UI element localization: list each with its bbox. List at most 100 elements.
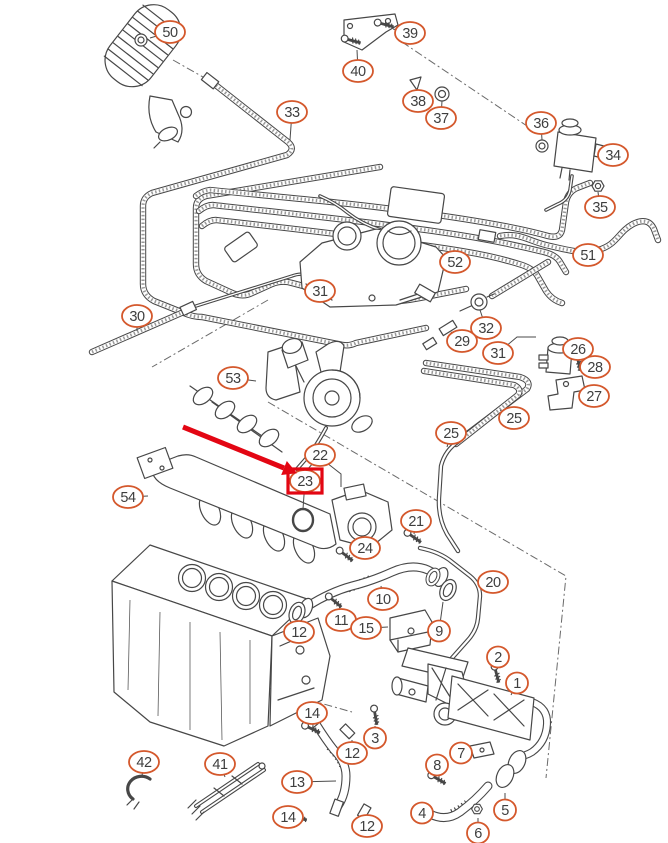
assembly-bracket-lines: [326, 336, 536, 487]
svg-text:3: 3: [371, 731, 379, 747]
callout-10[interactable]: 10: [367, 587, 399, 611]
svg-text:25: 25: [506, 411, 522, 427]
svg-text:10: 10: [375, 592, 391, 608]
svg-text:27: 27: [586, 389, 602, 405]
callout-29[interactable]: 29: [446, 329, 478, 353]
callout-36[interactable]: 36: [525, 111, 557, 135]
callout-12[interactable]: 12: [351, 814, 383, 838]
check-valve-32: [459, 293, 495, 312]
callout-25[interactable]: 25: [435, 421, 467, 445]
bracket-15: [389, 609, 433, 653]
svg-text:25: 25: [443, 426, 459, 442]
callout-11[interactable]: 11: [325, 608, 357, 632]
engine-block: [111, 544, 331, 747]
svg-text:31: 31: [490, 346, 506, 362]
svg-text:24: 24: [357, 541, 373, 557]
svg-text:31: 31: [312, 284, 328, 300]
callout-28[interactable]: 28: [579, 355, 611, 379]
callout-3[interactable]: 3: [363, 726, 387, 750]
callout-54[interactable]: 54: [112, 485, 144, 509]
svg-text:33: 33: [284, 105, 300, 121]
callout-37[interactable]: 37: [425, 106, 457, 130]
svg-text:41: 41: [212, 757, 228, 773]
throttle-body-22: [331, 483, 393, 549]
callout-41[interactable]: 41: [204, 752, 236, 776]
svg-text:15: 15: [358, 621, 374, 637]
tool-rail-41: [187, 762, 266, 821]
svg-text:21: 21: [408, 514, 424, 530]
svg-text:22: 22: [312, 448, 328, 464]
svg-text:12: 12: [291, 625, 307, 641]
svg-text:34: 34: [605, 148, 621, 164]
callout-1[interactable]: 1: [505, 671, 529, 695]
callout-14[interactable]: 14: [296, 701, 328, 725]
callout-35[interactable]: 35: [584, 195, 616, 219]
callout-34[interactable]: 34: [597, 143, 629, 167]
callout-24[interactable]: 24: [349, 536, 381, 560]
callout-32[interactable]: 32: [470, 316, 502, 340]
callout-13[interactable]: 13: [281, 770, 313, 794]
callout-15[interactable]: 15: [350, 616, 382, 640]
callout-33[interactable]: 33: [276, 100, 308, 124]
egr-valve-cooler-1: [391, 647, 535, 788]
connectors-29: [422, 319, 458, 351]
svg-text:4: 4: [418, 806, 426, 822]
svg-text:1: 1: [513, 676, 521, 692]
callout-22[interactable]: 22: [304, 443, 336, 467]
callout-27[interactable]: 27: [578, 384, 610, 408]
callout-9[interactable]: 9: [427, 619, 451, 643]
callout-2[interactable]: 2: [486, 645, 510, 669]
svg-text:52: 52: [447, 255, 463, 271]
callout-8[interactable]: 8: [425, 753, 449, 777]
callout-39[interactable]: 39: [394, 21, 426, 45]
callout-52[interactable]: 52: [439, 250, 471, 274]
callout-12[interactable]: 12: [336, 741, 368, 765]
callout-6[interactable]: 6: [466, 821, 490, 843]
bracket-7: [469, 741, 495, 759]
callout-4[interactable]: 4: [410, 801, 434, 825]
clip-38: [409, 76, 422, 91]
svg-text:50: 50: [162, 25, 178, 41]
svg-text:54: 54: [120, 490, 136, 506]
screw-3: [368, 703, 382, 727]
callout-12[interactable]: 12: [283, 620, 315, 644]
svg-text:36: 36: [533, 116, 549, 132]
svg-text:28: 28: [587, 360, 603, 376]
red-highlight-annotations: [182, 424, 324, 495]
hose-fitting-51: [477, 229, 497, 243]
callout-5[interactable]: 5: [493, 798, 517, 822]
svg-text:38: 38: [410, 94, 426, 110]
callout-26[interactable]: 26: [562, 337, 594, 361]
callout-42[interactable]: 42: [128, 750, 160, 774]
callout-7[interactable]: 7: [449, 741, 473, 765]
grommet-36: [535, 139, 549, 153]
callout-31[interactable]: 31: [482, 341, 514, 365]
callout-51[interactable]: 51: [572, 243, 604, 267]
callout-21[interactable]: 21: [400, 509, 432, 533]
svg-text:30: 30: [129, 309, 145, 325]
red-highlight-box-item-23: [286, 467, 324, 495]
callout-20[interactable]: 20: [477, 570, 509, 594]
hose-fitting-30: [179, 300, 198, 317]
red-pointer-arrow-shaft: [182, 424, 285, 471]
svg-text:23: 23: [297, 474, 313, 490]
svg-text:32: 32: [478, 321, 494, 337]
svg-text:39: 39: [402, 26, 418, 42]
callout-40[interactable]: 40: [342, 59, 374, 83]
svg-text:20: 20: [485, 575, 501, 591]
callout-30[interactable]: 30: [121, 304, 153, 328]
svg-text:26: 26: [570, 342, 586, 358]
vacuum-hoses: [88, 79, 662, 448]
svg-text:35: 35: [592, 200, 608, 216]
callout-53[interactable]: 53: [217, 366, 249, 390]
callout-31[interactable]: 31: [304, 279, 336, 303]
bracket-27: [547, 375, 586, 411]
callout-38[interactable]: 38: [402, 89, 434, 113]
svg-text:14: 14: [280, 810, 296, 826]
callout-14[interactable]: 14: [272, 805, 304, 829]
callout-25[interactable]: 25: [498, 406, 530, 430]
bracket-39-40: [339, 13, 399, 51]
callout-50[interactable]: 50: [154, 20, 186, 44]
